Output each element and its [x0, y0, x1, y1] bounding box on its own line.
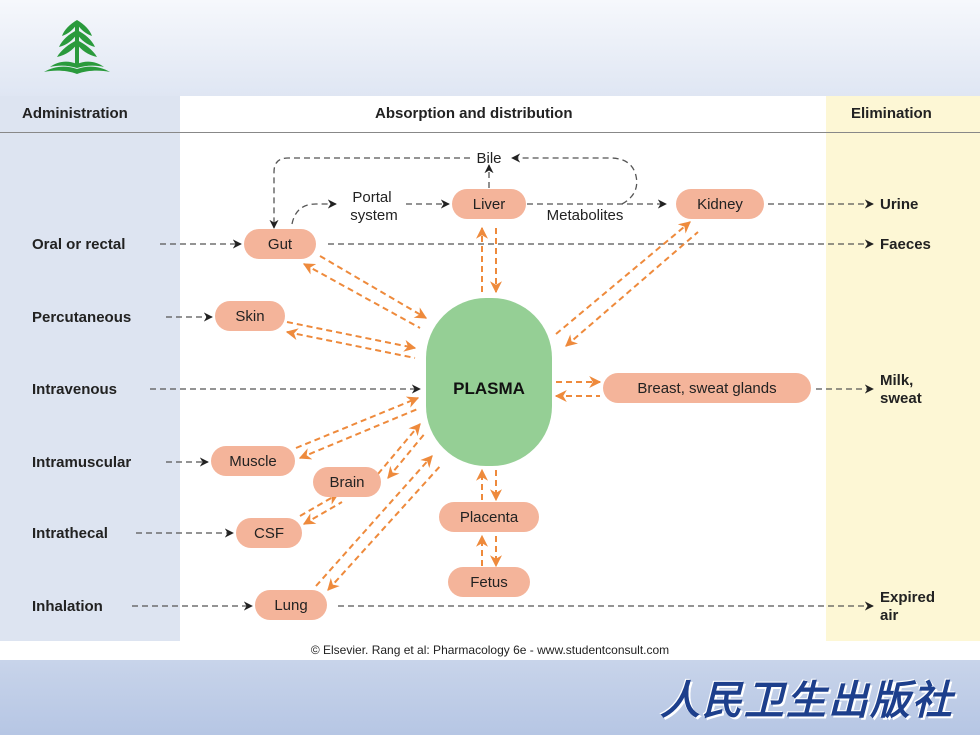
- slide-bottom-band: 人民卫生出版社: [0, 660, 980, 735]
- arrow-csf-brain-a: [299, 493, 340, 517]
- credit-band: © Elsevier. Rang et al: Pharmacology 6e …: [0, 641, 980, 660]
- figure-panel: Administration Absorption and distributi…: [0, 96, 980, 641]
- elim-urine: Urine: [880, 196, 918, 213]
- bile-label: Bile: [476, 150, 501, 167]
- route-intrathecal: Intrathecal: [32, 525, 108, 542]
- node-csf-label: CSF: [254, 525, 284, 542]
- arrow-lung-plasma-a: [315, 455, 433, 587]
- organ-nodes: [211, 189, 811, 620]
- grey-flow-arrows: [132, 153, 874, 611]
- node-breast-sweat-glands: [603, 373, 811, 403]
- arrow-skin-plasma-a: [286, 321, 417, 352]
- arrow-lung-plasma-b: [327, 463, 443, 591]
- arrow-bile-to-gut: [269, 157, 470, 229]
- metabolites-label: Metabolites: [547, 207, 624, 224]
- copyright-credit: © Elsevier. Rang et al: Pharmacology 6e …: [310, 643, 670, 657]
- arrow-muscle-plasma-a: [295, 396, 420, 449]
- arrow-gut-to-portal: [291, 199, 337, 225]
- leaf-book-logo-icon: [44, 20, 110, 74]
- node-muscle: [211, 446, 295, 476]
- route-percutaneous: Percutaneous: [32, 309, 131, 326]
- plasma-label: PLASMA: [453, 379, 525, 398]
- node-liver-label: Liver: [473, 196, 506, 213]
- route-intramuscular: Intramuscular: [32, 454, 131, 471]
- node-placenta: [439, 502, 539, 532]
- node-muscle-label: Muscle: [229, 453, 277, 470]
- node-lung-label: Lung: [274, 597, 307, 614]
- node-fetus-label: Fetus: [470, 574, 508, 591]
- route-inhalation: Inhalation: [32, 598, 103, 615]
- node-gut: [244, 229, 316, 259]
- administration-column: [0, 96, 180, 641]
- pharmacokinetics-diagram: PLASMA Gut Skin Muscle Brain CSF Lung Li…: [32, 150, 935, 624]
- arrow-brain-plasma-a: [377, 423, 421, 475]
- node-placenta-label: Placenta: [460, 509, 519, 526]
- publisher-logo-text: 人民卫生出版社: [660, 677, 954, 724]
- header-administration: Administration: [22, 105, 128, 122]
- arrow-gut-plasma-b: [319, 255, 428, 319]
- elim-expired-line2: air: [880, 607, 899, 624]
- route-oral-rectal: Oral or rectal: [32, 236, 125, 253]
- header-absorption: Absorption and distribution: [375, 105, 573, 122]
- elim-milk-line1: Milk,: [880, 372, 913, 389]
- node-kidney-label: Kidney: [697, 196, 743, 213]
- elim-expired-line1: Expired: [880, 589, 935, 606]
- elim-faeces: Faeces: [880, 236, 931, 253]
- portal-label-line1: Portal: [352, 189, 391, 206]
- arrow-gut-plasma-a: [302, 263, 421, 329]
- node-breast-label: Breast, sweat glands: [637, 380, 776, 397]
- node-liver: [452, 189, 526, 219]
- orange-exchange-arrows: [285, 221, 699, 591]
- arrow-plasma-kidney-a: [555, 221, 691, 335]
- slide-top-band: [0, 0, 980, 96]
- elimination-column: [826, 96, 980, 641]
- portal-label-line2: system: [350, 207, 398, 224]
- node-kidney: [676, 189, 764, 219]
- node-skin-label: Skin: [235, 308, 264, 325]
- elim-milk-line2: sweat: [880, 390, 922, 407]
- arrow-liver-to-bile: [511, 153, 638, 205]
- arrow-plasma-kidney-b: [565, 231, 699, 347]
- node-csf: [236, 518, 302, 548]
- plasma-node: PLASMA: [426, 298, 552, 466]
- arrow-csf-brain-b: [302, 501, 343, 525]
- arrow-skin-plasma-b: [285, 328, 416, 359]
- node-gut-label: Gut: [268, 236, 293, 253]
- node-lung: [255, 590, 327, 620]
- header-elimination: Elimination: [851, 105, 932, 122]
- header-divider: [0, 132, 980, 133]
- node-fetus: [448, 567, 530, 597]
- node-brain-label: Brain: [329, 474, 364, 491]
- node-skin: [215, 301, 285, 331]
- arrow-muscle-plasma-b: [298, 407, 421, 460]
- route-intravenous: Intravenous: [32, 381, 117, 398]
- node-brain: [313, 467, 381, 497]
